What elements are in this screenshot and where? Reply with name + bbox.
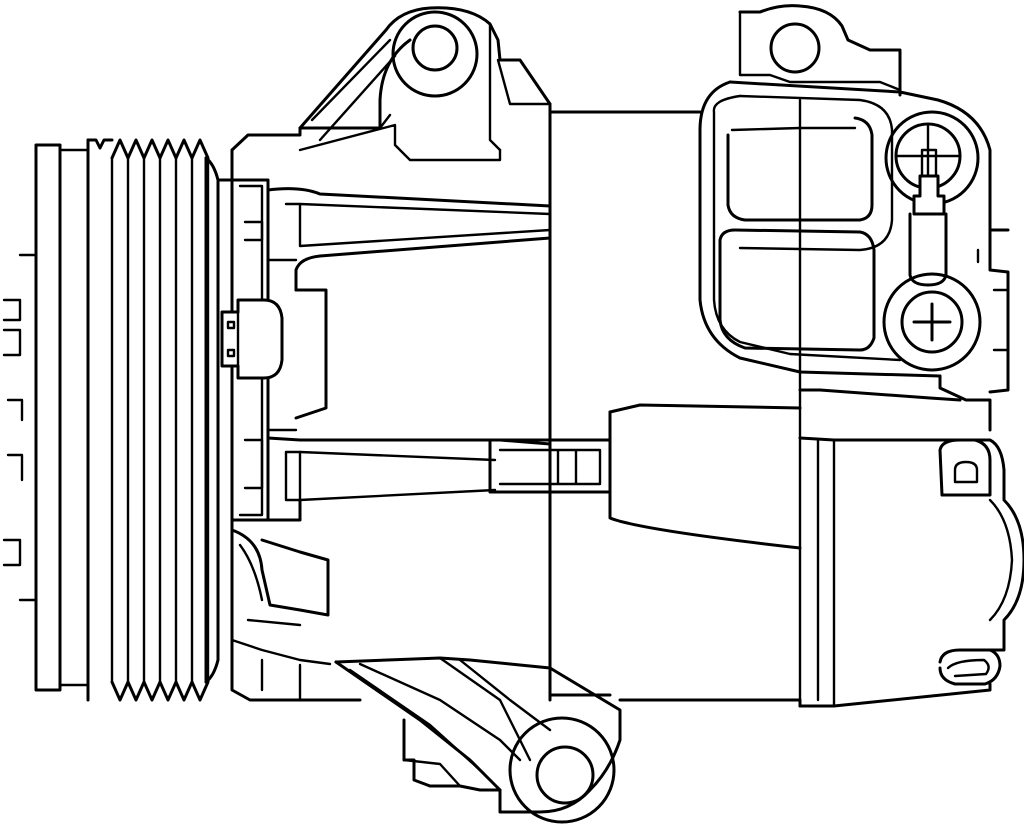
- rear-lower-tab: [938, 648, 1002, 686]
- lower-cavity: [718, 228, 876, 352]
- bottom-ear-step: [402, 718, 432, 788]
- bottom-ear-diagonal: [334, 660, 502, 792]
- bracket-body: [608, 410, 802, 550]
- ear-outline: [298, 6, 552, 130]
- rear-tab: [938, 438, 992, 497]
- pulley: [2, 138, 220, 702]
- rear-cover-right: [798, 436, 1024, 652]
- ear-bore-inner: [411, 24, 459, 72]
- bracket-top: [608, 403, 802, 414]
- middle-block: [294, 288, 328, 420]
- clutch-plate: [34, 143, 62, 692]
- bottom-mount-ear: [334, 656, 622, 824]
- hub-bolt-upper: [2, 298, 22, 357]
- rear-rim-upper: [988, 228, 1010, 394]
- lower-port-outer: [882, 272, 982, 372]
- body-bottom-edge: [548, 693, 802, 708]
- bottom-ear-bore-outer: [508, 716, 616, 824]
- hub-rim: [18, 253, 38, 602]
- lower-front-curve: [230, 528, 330, 617]
- cylinder-body: [548, 98, 802, 708]
- pulley-grooves-bottom: [110, 680, 210, 702]
- manifold-top: [728, 80, 1010, 232]
- rear-ear-bore: [769, 22, 821, 74]
- lower-rib: [266, 436, 552, 446]
- front-housing: [216, 126, 552, 702]
- upper-cavity: [726, 116, 874, 222]
- electrical-connector: [220, 298, 284, 380]
- middle-bracket: [488, 403, 802, 550]
- manifold-left: [698, 80, 942, 378]
- top-mount-ear: [298, 6, 552, 162]
- pulley-groove-lines: [110, 156, 210, 684]
- pulley-grooves-top: [110, 138, 210, 160]
- housing-front-edge: [230, 148, 362, 702]
- bottom-ear-outline: [334, 656, 622, 814]
- hub-bolt-lower: [2, 398, 24, 567]
- bottom-ear-bore-inner: [535, 745, 595, 805]
- rear-ear: [738, 4, 902, 97]
- pulley-bearing: [204, 156, 220, 684]
- rear-head: [698, 4, 1024, 708]
- clutch-plate-edges: [58, 148, 90, 687]
- pressure-switch-head: [912, 174, 946, 216]
- ear-bore-outer: [391, 10, 479, 98]
- lower-port-inner: [900, 290, 964, 354]
